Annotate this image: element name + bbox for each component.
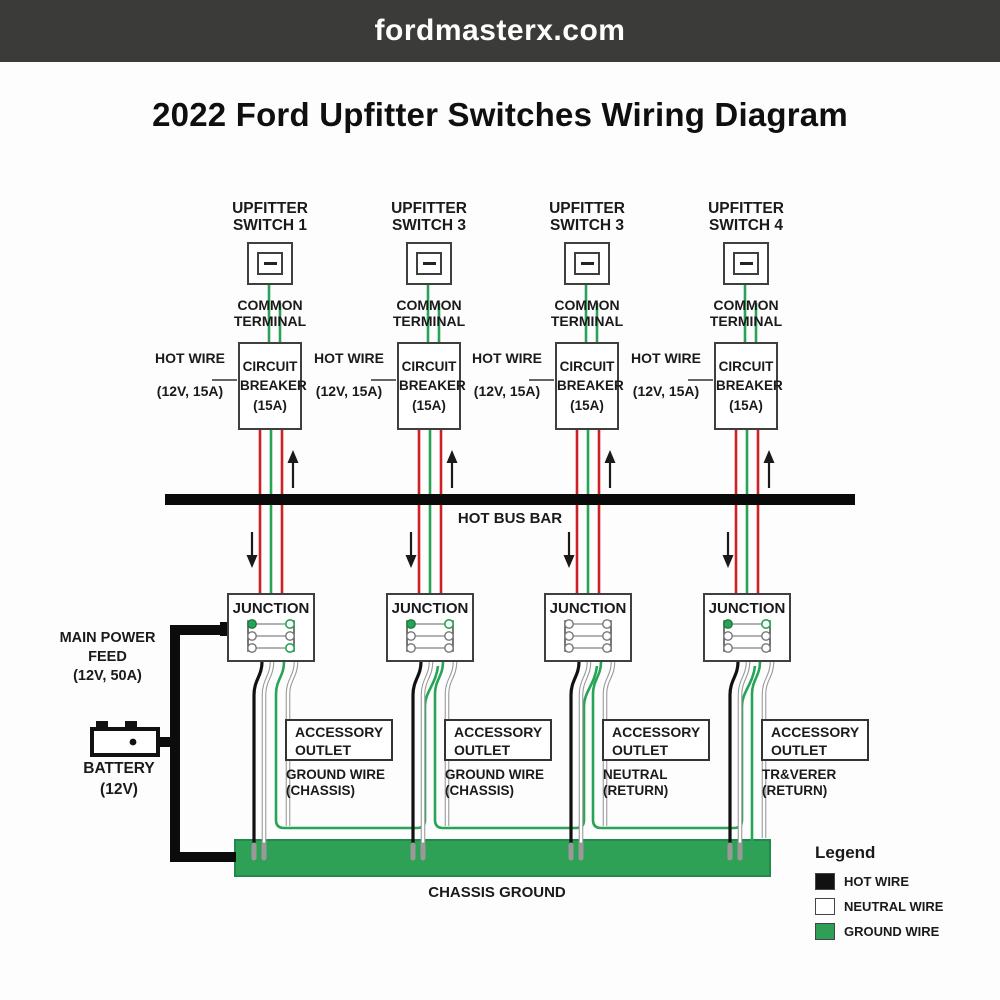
ground-wire-drop: [750, 661, 762, 852]
junction-box: JUNCTION: [544, 593, 632, 662]
hot-wire-label: HOT WIRE: [314, 350, 384, 366]
common-terminal-label: COMMON TERMINAL: [392, 297, 466, 330]
hot-bus-bar-label: HOT BUS BAR: [457, 510, 563, 527]
hot-return-wire: [411, 661, 423, 846]
hot-return-wire: [569, 661, 581, 846]
junction-box: JUNCTION: [386, 593, 474, 662]
circuit-breaker-box: CIRCUIT BREAKER (15A): [238, 342, 307, 430]
common-terminal-label: COMMON TERMINAL: [233, 297, 307, 330]
upfitter-switch-icon: [723, 242, 769, 285]
hot-wire-rating: (12V, 15A): [156, 383, 224, 399]
circuit-breaker-box: CIRCUIT BREAKER (15A): [397, 342, 466, 430]
hot-return-wire: [728, 661, 740, 846]
return-wire-label: NEUTRAL (RETURN): [603, 767, 669, 798]
neutral-wire: [421, 661, 433, 846]
switch-4-title: UPFITTER SWITCH 4: [708, 200, 784, 235]
common-terminal-label: COMMON TERMINAL: [709, 297, 783, 330]
accessory-outlet-box: ACCESSORY OUTLET: [444, 719, 552, 761]
junction-box: JUNCTION: [227, 593, 315, 662]
circuit-breaker-box: CIRCUIT BREAKER (15A): [555, 342, 624, 430]
hot-wire-label: HOT WIRE: [631, 350, 701, 366]
terminal-block-icon: [247, 619, 295, 653]
neutral-wire-swatch-icon: [815, 898, 835, 915]
terminal-block-icon: [723, 619, 771, 653]
junction-box: JUNCTION: [703, 593, 791, 662]
return-wire-label: TR&VERER (RETURN): [762, 767, 837, 798]
neutral-wire-2: [603, 661, 615, 826]
switch-2-title: UPFITTER SWITCH 3: [391, 200, 467, 235]
ground-wire-loop: [591, 661, 757, 830]
battery-label: BATTERY (12V): [83, 760, 155, 798]
neutral-wire: [262, 661, 274, 846]
neutral-wire: [738, 661, 750, 846]
terminal-block-icon: [406, 619, 454, 653]
return-wire-label: GROUND WIRE (CHASSIS): [286, 767, 385, 798]
legend-item-hot: HOT WIRE: [815, 873, 985, 890]
upfitter-switch-icon: [564, 242, 610, 285]
upfitter-switch-icon: [247, 242, 293, 285]
upfitter-switch-icon: [406, 242, 452, 285]
up-arrow-icons: [287, 450, 775, 488]
chassis-ground-label: CHASSIS GROUND: [428, 884, 566, 901]
battery-icon: [90, 721, 160, 757]
circuit-breaker-box: CIRCUIT BREAKER (15A): [714, 342, 783, 430]
legend-title: Legend: [815, 843, 876, 862]
hot-return-wire: [252, 661, 264, 846]
neutral-wire-2: [762, 661, 774, 838]
neutral-wire-2: [445, 661, 457, 826]
ground-wire-swatch-icon: [815, 923, 835, 940]
legend: Legend HOT WIRE NEUTRAL WIRE GROUND WIRE: [815, 843, 985, 940]
hot-wire-label: HOT WIRE: [155, 350, 225, 366]
terminal-block-icon: [564, 619, 612, 653]
accessory-outlet-box: ACCESSORY OUTLET: [761, 719, 869, 761]
site-name: fordmasterx.com: [374, 14, 626, 47]
column-1-wires: [212, 285, 440, 861]
hot-wire-rating: (12V, 15A): [632, 383, 700, 399]
neutral-wire: [579, 661, 591, 846]
column-3-wires: [529, 285, 757, 861]
common-terminal-label: COMMON TERMINAL: [550, 297, 624, 330]
hot-wire-swatch-icon: [815, 873, 835, 890]
accessory-outlet-box: ACCESSORY OUTLET: [602, 719, 710, 761]
hot-wire-label: HOT WIRE: [472, 350, 542, 366]
chassis-ground-bar: [234, 839, 771, 877]
page-title: 2022 Ford Upfitter Switches Wiring Diagr…: [152, 96, 848, 133]
neutral-wire-2: [286, 661, 298, 826]
switch-1-title: UPFITTER SWITCH 1: [232, 200, 308, 235]
legend-item-ground: GROUND WIRE: [815, 923, 985, 940]
hot-wire-rating: (12V, 15A): [315, 383, 383, 399]
hot-bus-bar: [165, 494, 855, 505]
switch-3-title: UPFITTER SWITCH 3: [549, 200, 625, 235]
accessory-outlet-box: ACCESSORY OUTLET: [285, 719, 393, 761]
column-2-wires: [371, 285, 599, 861]
site-banner: fordmasterx.com: [0, 0, 1000, 62]
down-arrow-icons: [246, 532, 734, 568]
ground-wire-loop: [433, 661, 599, 830]
legend-item-neutral: NEUTRAL WIRE: [815, 898, 985, 915]
main-power-feed-label: MAIN POWER FEED (12V, 50A): [59, 630, 156, 684]
hot-wire-rating: (12V, 15A): [473, 383, 541, 399]
column-4-wires: [688, 285, 775, 861]
return-wire-label: GROUND WIRE (CHASSIS): [445, 767, 544, 798]
ground-wire-loop: [274, 661, 440, 830]
